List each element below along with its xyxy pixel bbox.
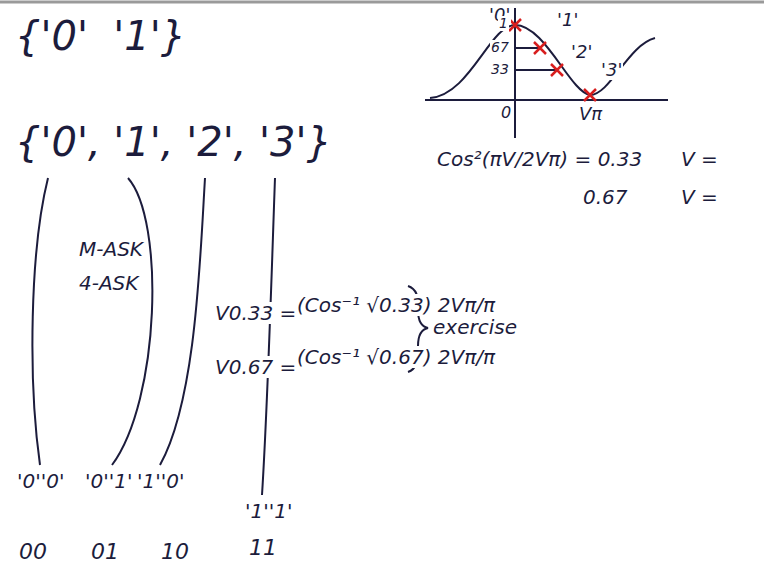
equation: Cos²(πV/2Vπ) = 0.33 <box>436 148 643 170</box>
bit-pair: '1''0' <box>136 470 185 492</box>
axis-value: 33 <box>490 62 510 77</box>
equation: V = <box>680 148 719 170</box>
scheme-name: M-ASK <box>78 238 144 260</box>
bit-pair: '0''0' <box>16 470 65 492</box>
x-axis <box>425 99 668 101</box>
bit-code: 00 <box>18 540 48 564</box>
level-symbol: '2' <box>570 42 593 62</box>
bit-code: 01 <box>90 540 120 564</box>
level-line <box>515 47 540 49</box>
scheme-name: 4-ASK <box>78 272 139 294</box>
cross-mark <box>534 42 546 54</box>
red-marks <box>509 19 596 101</box>
equation: (Cos⁻¹ √0.67) 2Vπ/π <box>296 346 496 368</box>
symbol-set: {'0', '1', '2', '3'} <box>14 120 333 164</box>
equation: V0.33 = <box>214 302 297 324</box>
axis-value: 0 <box>500 104 512 122</box>
level-symbol: '3' <box>600 60 623 80</box>
cross-mark <box>551 64 563 76</box>
cos-curve <box>430 25 655 98</box>
transfer-graph <box>425 8 668 138</box>
equation: V0.67 = <box>214 356 297 378</box>
symbol-set: {'0' '1'} <box>14 14 187 58</box>
mapping-curve <box>112 178 152 465</box>
equation: V = <box>680 186 719 208</box>
mapping-curve <box>32 178 48 465</box>
equation: 0.67 <box>582 186 629 208</box>
y-axis <box>514 8 516 138</box>
bit-pair: '0''1' <box>84 470 133 492</box>
top-rule <box>0 1 764 4</box>
level-symbol: '1' <box>556 10 579 30</box>
bit-pair: '1''1' <box>244 500 293 522</box>
note: exercise <box>432 316 518 338</box>
axis-value: 67 <box>490 40 510 55</box>
axis-value: Vπ <box>578 104 603 124</box>
mapping-curve <box>160 178 205 465</box>
bit-code: 11 <box>248 536 278 560</box>
level-line <box>515 69 557 71</box>
equation: (Cos⁻¹ √0.33) 2Vπ/π <box>296 294 496 316</box>
mapping-curves <box>32 178 275 495</box>
axis-value: 1 <box>498 16 509 31</box>
bit-code: 10 <box>160 540 190 564</box>
cross-mark <box>584 89 596 101</box>
mapping-curve <box>262 178 275 495</box>
